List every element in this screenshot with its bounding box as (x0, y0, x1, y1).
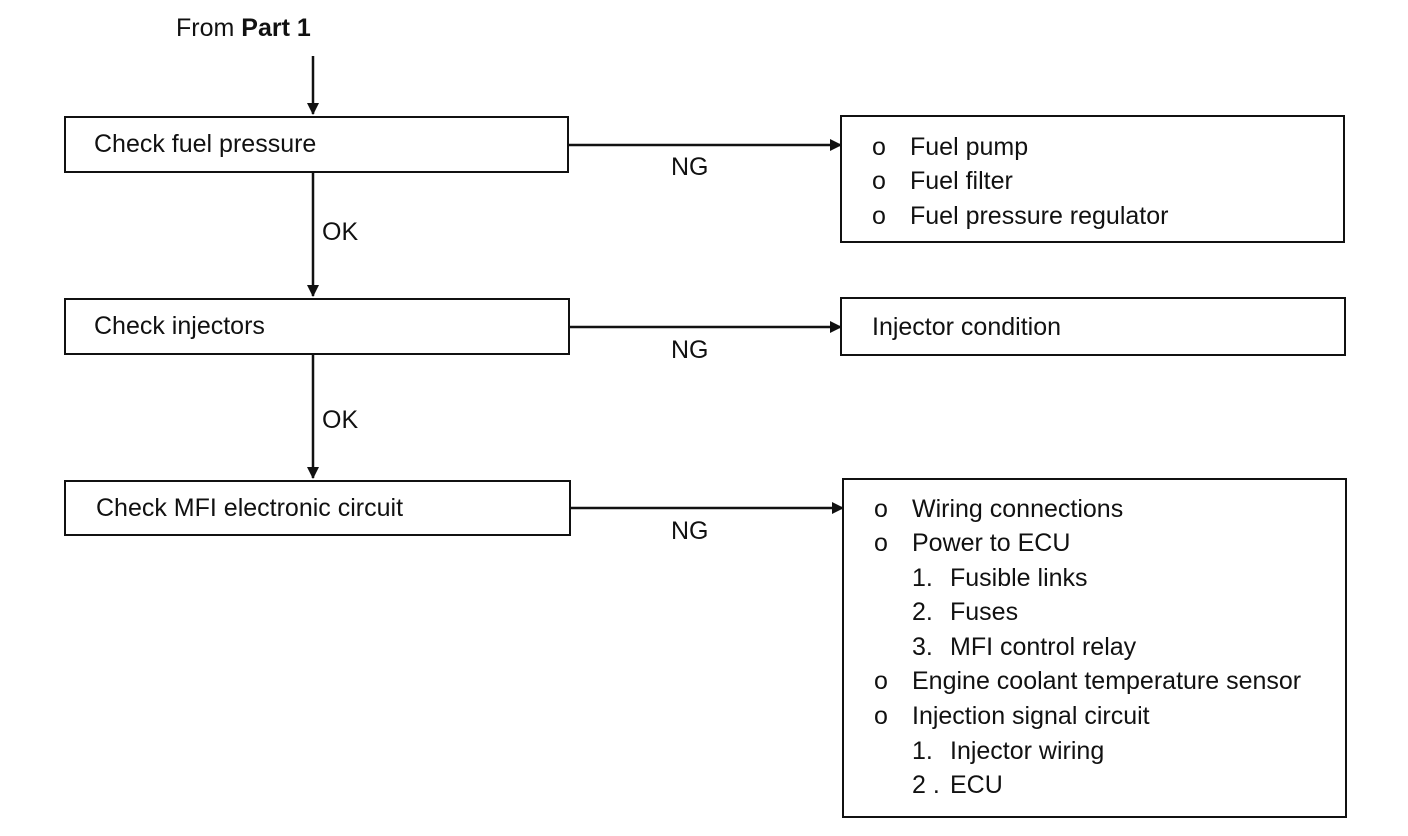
bullet-icon: o (874, 495, 888, 523)
result-text: Injector condition (872, 313, 1062, 341)
ok-label-1: OK (322, 218, 359, 246)
bullet-icon: o (874, 529, 888, 557)
result-item-text: Engine coolant temperature sensor (912, 667, 1302, 695)
bullet-icon: o (874, 667, 888, 695)
ng-label-3: NG (671, 517, 709, 545)
start-label: From Part 1 (176, 14, 311, 43)
subitem-number: 1. (912, 737, 933, 765)
subitem-number: 1. (912, 564, 933, 592)
subitem-number: 2 . (912, 771, 940, 799)
result-item-text: Power to ECU (912, 529, 1071, 557)
result-box-injector: Injector condition (840, 297, 1346, 356)
result-box-mfi: o Wiring connections o Power to ECU 1. F… (842, 478, 1347, 818)
result-box-fuel: o Fuel pump o Fuel filter o Fuel pressur… (840, 115, 1345, 243)
bullet-icon: o (874, 702, 888, 730)
subitem-text: MFI control relay (950, 633, 1137, 661)
ng-label-1: NG (671, 153, 709, 181)
step-box-fuel-pressure: Check fuel pressure (64, 116, 569, 173)
result-item-text: Fuel filter (910, 167, 1013, 195)
subitem-text: Fuses (950, 598, 1019, 626)
ng-label-2: NG (671, 336, 709, 364)
start-part: Part 1 (241, 14, 311, 42)
bullet-icon: o (872, 202, 886, 230)
subitem-text: Fusible links (950, 564, 1088, 592)
ok-label-2: OK (322, 406, 359, 434)
result-item-text: Fuel pressure regulator (910, 202, 1169, 230)
step-box-mfi-circuit: Check MFI electronic circuit (64, 480, 571, 536)
bullet-icon: o (872, 133, 886, 161)
step-label: Check injectors (94, 312, 265, 340)
step-box-injectors: Check injectors (64, 298, 570, 355)
subitem-number: 2. (912, 598, 933, 626)
result-item-text: Injection signal circuit (912, 702, 1150, 730)
subitem-number: 3. (912, 633, 933, 661)
subitem-text: ECU (950, 771, 1003, 799)
bullet-icon: o (872, 167, 886, 195)
subitem-text: Injector wiring (950, 737, 1105, 765)
start-prefix: From (176, 14, 235, 42)
result-item-text: Fuel pump (910, 133, 1029, 161)
step-label: Check MFI electronic circuit (96, 494, 404, 522)
result-item-text: Wiring connections (912, 495, 1124, 523)
step-label: Check fuel pressure (94, 130, 317, 158)
